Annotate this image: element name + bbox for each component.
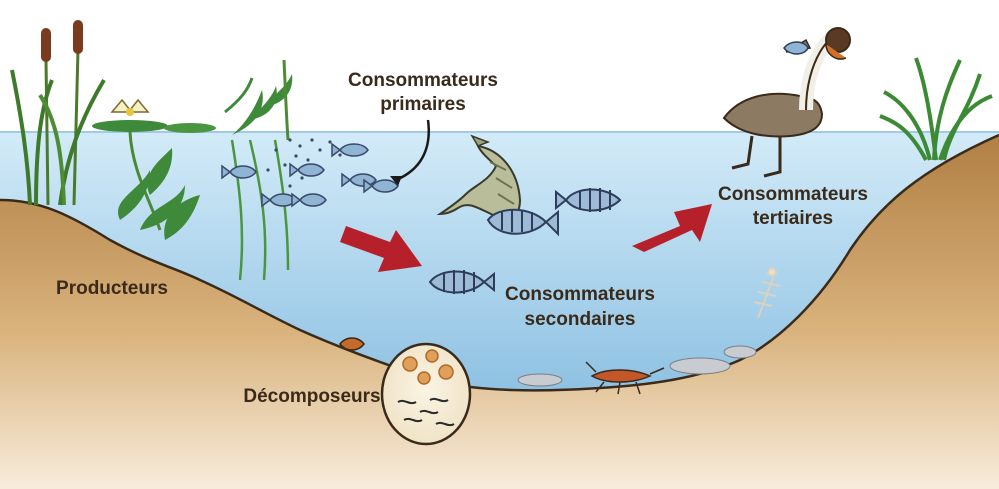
label-tertiary-consumers-line1: Consommateurs (718, 184, 868, 205)
label-decomposers: Décomposeurs (243, 386, 380, 407)
label-producers: Producteurs (56, 278, 168, 299)
label-primary-consumers-line1: Consommateurs (348, 70, 498, 91)
label-tertiary-consumers-line2: tertiaires (753, 208, 833, 229)
microbe-circle-icon (382, 344, 470, 444)
label-secondary-consumers-line1: Consommateurs (505, 284, 655, 305)
label-secondary-consumers-line2: secondaires (525, 309, 636, 330)
label-primary-consumers-line2: primaires (380, 94, 466, 115)
